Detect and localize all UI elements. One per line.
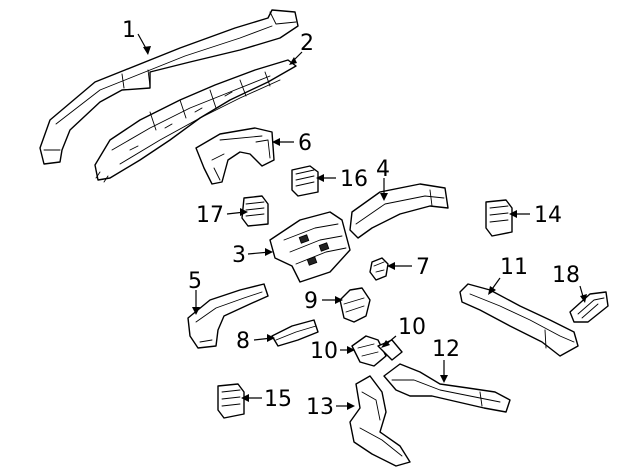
callout-10-lower: 10: [310, 339, 338, 364]
callout-3: 3: [232, 243, 246, 268]
callout-14: 14: [534, 203, 562, 228]
callout-5: 5: [188, 269, 202, 294]
part-9-small-duct: [339, 287, 371, 323]
part-13-lower-duct: [349, 375, 411, 467]
leader-lines: [137, 33, 587, 410]
part-5-left-duct: [187, 283, 269, 349]
part-12-rear-duct: [383, 363, 511, 413]
part-2-support-bracket: [94, 59, 297, 183]
callout-10-upper: 10: [398, 315, 426, 340]
callout-15: 15: [264, 387, 292, 412]
part-18-bracket: [569, 291, 609, 323]
callout-18: 18: [552, 263, 580, 288]
callout-17: 17: [196, 203, 224, 228]
part-6-center-duct: [195, 127, 275, 185]
callout-1: 1: [122, 18, 136, 43]
callout-2: 2: [300, 31, 314, 56]
callout-labels: 1 2 3 4 5 6 7 8 9 10 10 11 12 13 14 15 1…: [122, 18, 580, 420]
part-15-vent: [217, 383, 245, 419]
callout-11: 11: [500, 255, 528, 280]
part-4-side-duct: [349, 183, 449, 239]
part-16-vent: [291, 165, 319, 197]
part-17-vent: [241, 195, 269, 227]
callout-7: 7: [416, 255, 430, 280]
callout-4: 4: [376, 157, 390, 182]
part-7-clip: [369, 257, 389, 281]
callout-16: 16: [340, 167, 368, 192]
callout-9: 9: [304, 289, 318, 314]
part-14-vent: [485, 199, 513, 237]
callout-6: 6: [298, 131, 312, 156]
part-1-defroster-duct: [39, 9, 299, 165]
part-3-center-housing: [269, 211, 351, 283]
callout-13: 13: [306, 395, 334, 420]
callout-8: 8: [236, 329, 250, 354]
part-10-connectors: [351, 335, 403, 367]
callout-12: 12: [432, 337, 460, 362]
part-11-right-duct: [459, 283, 579, 357]
part-8-small-duct: [271, 319, 319, 347]
